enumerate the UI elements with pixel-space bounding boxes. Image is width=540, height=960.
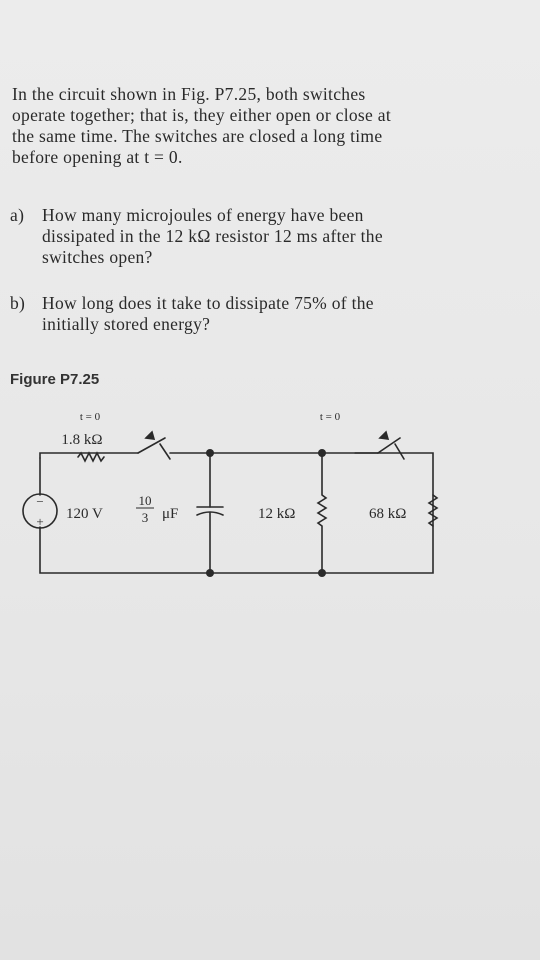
resistor-12k-label: 12 kΩ	[258, 506, 295, 522]
switch-right-contact	[394, 443, 405, 460]
cap-plate-bottom	[196, 511, 224, 516]
question-a-line: dissipated in the 12 kΩ resistor 12 ms a…	[42, 226, 383, 246]
source-minus-sign: −	[36, 494, 43, 509]
switch-left	[137, 437, 166, 454]
intro-line: the same time. The switches are closed a…	[12, 126, 383, 146]
resistor-68k-symbol	[427, 494, 439, 527]
intro-line: In the circuit shown in Fig. P7.25, both…	[12, 84, 366, 104]
question-b-line: initially stored energy?	[42, 314, 211, 334]
switch-left-contact	[159, 443, 171, 460]
voltage-source-symbol	[22, 493, 58, 529]
junction-dot	[206, 569, 214, 577]
question-b-label: b)	[10, 293, 26, 313]
figure-title: Figure P7.25	[10, 371, 100, 388]
intro-line: before opening at t = 0.	[12, 147, 183, 167]
cap-unit-label: μF	[162, 506, 178, 522]
circuit-diagram: − + t = 0 t = 0 1.8 kΩ 120 V 10 3 μF 12 …	[22, 411, 439, 577]
switch-right-label: t = 0	[320, 411, 341, 423]
resistor-1-8k-symbol	[77, 451, 105, 463]
question-a-line: How many microjoules of energy have been	[42, 205, 364, 225]
junction-dot	[318, 569, 326, 577]
switch-left-label: t = 0	[80, 411, 101, 423]
cap-denominator: 3	[142, 510, 149, 525]
loop-wire	[39, 452, 434, 574]
question-b-line: How long does it take to dissipate 75% o…	[42, 293, 374, 313]
source-value-label: 120 V	[66, 506, 103, 522]
resistor-68k-label: 68 kΩ	[369, 506, 406, 522]
top-wire-left	[39, 452, 139, 459]
junction-dot	[206, 449, 214, 457]
intro-line: operate together; that is, they either o…	[12, 105, 392, 125]
switch-right-arrow-icon	[378, 430, 390, 440]
junction-dot	[318, 449, 326, 457]
switch-right	[377, 437, 401, 454]
source-plus-sign: +	[36, 514, 43, 529]
resistor-1-8k-label: 1.8 kΩ	[61, 432, 102, 448]
question-a-label: a)	[10, 205, 25, 225]
resistor-12k-symbol	[316, 452, 328, 574]
switch-left-arrow-icon	[144, 430, 156, 440]
question-a-line: switches open?	[42, 247, 153, 267]
problem-intro: In the circuit shown in Fig. P7.25, both…	[12, 84, 512, 168]
cap-numerator: 10	[139, 493, 152, 508]
